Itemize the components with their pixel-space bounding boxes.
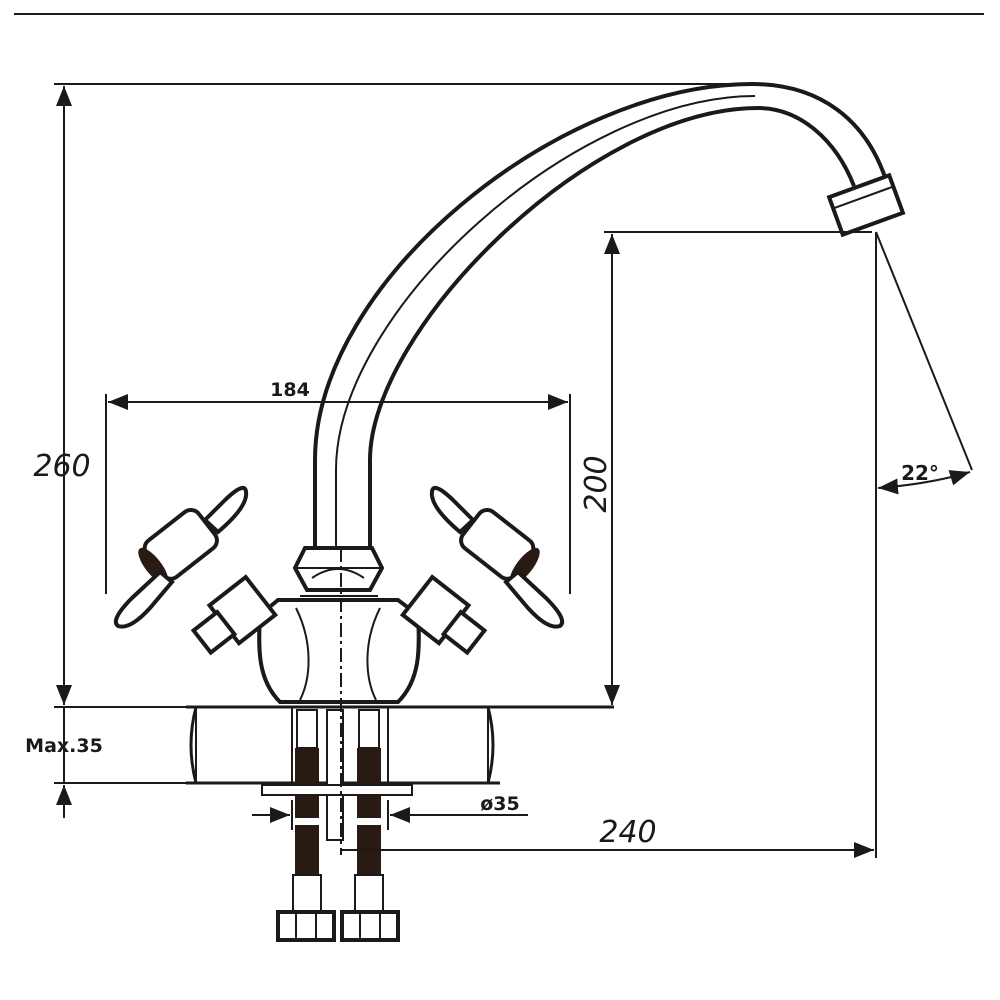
dimension-spout-angle: 22° xyxy=(875,231,973,495)
right-handle xyxy=(399,486,565,656)
dimension-label-200: 200 xyxy=(579,455,614,512)
supply-hoses xyxy=(261,709,413,942)
dimension-spout-height: 200 xyxy=(579,231,872,705)
dimension-label-184: 184 xyxy=(270,379,310,401)
spout xyxy=(313,81,906,550)
left-handle xyxy=(113,486,279,656)
dimension-max-deck-thickness: Max.35 xyxy=(25,707,186,818)
dimension-label-diameter: ø35 xyxy=(480,793,520,815)
dimension-spout-reach: 240 xyxy=(341,232,877,858)
countertop-section xyxy=(186,705,614,785)
dimension-label-angle: 22° xyxy=(901,461,939,485)
dimension-handle-span: 184 xyxy=(105,379,571,594)
dimension-label-240: 240 xyxy=(599,815,656,850)
faucet-body xyxy=(257,546,421,704)
dimension-label-260: 260 xyxy=(33,449,90,484)
dimension-overall-height: 260 xyxy=(33,83,742,708)
dimension-label-max35: Max.35 xyxy=(25,735,103,757)
dimension-mounting-hole: ø35 xyxy=(252,793,528,830)
